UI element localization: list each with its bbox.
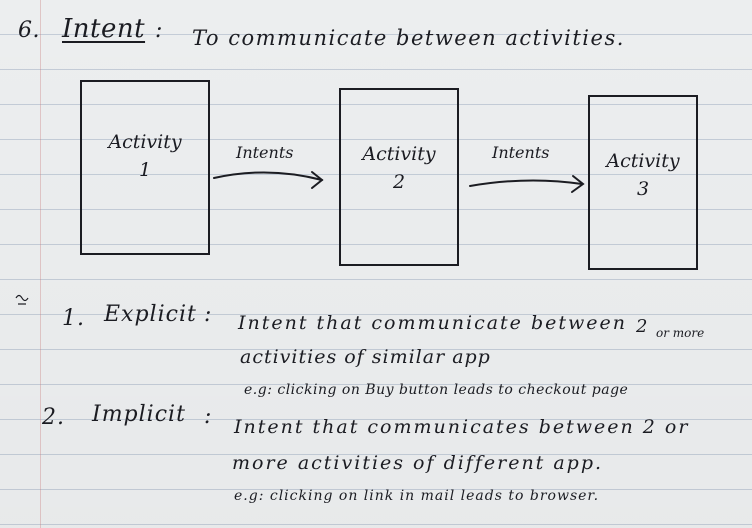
type-1-separator: : xyxy=(204,302,213,327)
type-1-definition-line2: activities of similar app xyxy=(240,346,491,368)
activity-box-3: Activity 3 xyxy=(588,95,698,270)
activity-name: Activity xyxy=(362,143,436,165)
type-1-name: Explicit xyxy=(104,302,197,327)
activity-box-2: Activity 2 xyxy=(339,88,459,266)
arrow-label-2: Intents xyxy=(492,143,550,162)
heading-definition: To communicate between activities. xyxy=(192,26,625,50)
margin-line xyxy=(40,0,41,528)
activity-name: Activity xyxy=(108,131,182,153)
heading-number: 6. xyxy=(18,18,40,43)
arrow-1 xyxy=(213,171,323,181)
type-1-index: 1. xyxy=(62,306,85,331)
heading-term: Intent xyxy=(62,14,146,44)
activity-number: 2 xyxy=(392,171,406,193)
type-2-index: 2. xyxy=(42,405,65,430)
arrow-1-head xyxy=(311,171,324,189)
margin-mark-icon xyxy=(15,294,29,305)
type-1-definition-tail: 2 xyxy=(636,316,649,337)
heading-colon: : xyxy=(155,18,163,43)
activity-number: 3 xyxy=(636,178,650,200)
activity-name: Activity xyxy=(606,150,680,172)
type-2-example: e.g: clicking on link in mail leads to b… xyxy=(234,488,600,504)
type-1-example: e.g: clicking on Buy button leads to che… xyxy=(244,382,629,398)
type-2-separator: : xyxy=(204,404,213,429)
type-2-definition-line2: more activities of different app. xyxy=(232,452,604,474)
arrow-label-1: Intents xyxy=(236,143,294,162)
activity-number: 1 xyxy=(138,159,152,181)
type-2-name: Implicit xyxy=(92,402,186,427)
type-2-definition: Intent that communicates between 2 or xyxy=(234,416,690,438)
activity-box-1: Activity 1 xyxy=(80,80,210,255)
arrow-2-head xyxy=(571,175,585,193)
type-1-definition: Intent that communicate between xyxy=(238,312,627,334)
arrow-2 xyxy=(469,179,583,187)
type-1-definition-small: or more xyxy=(656,326,705,340)
